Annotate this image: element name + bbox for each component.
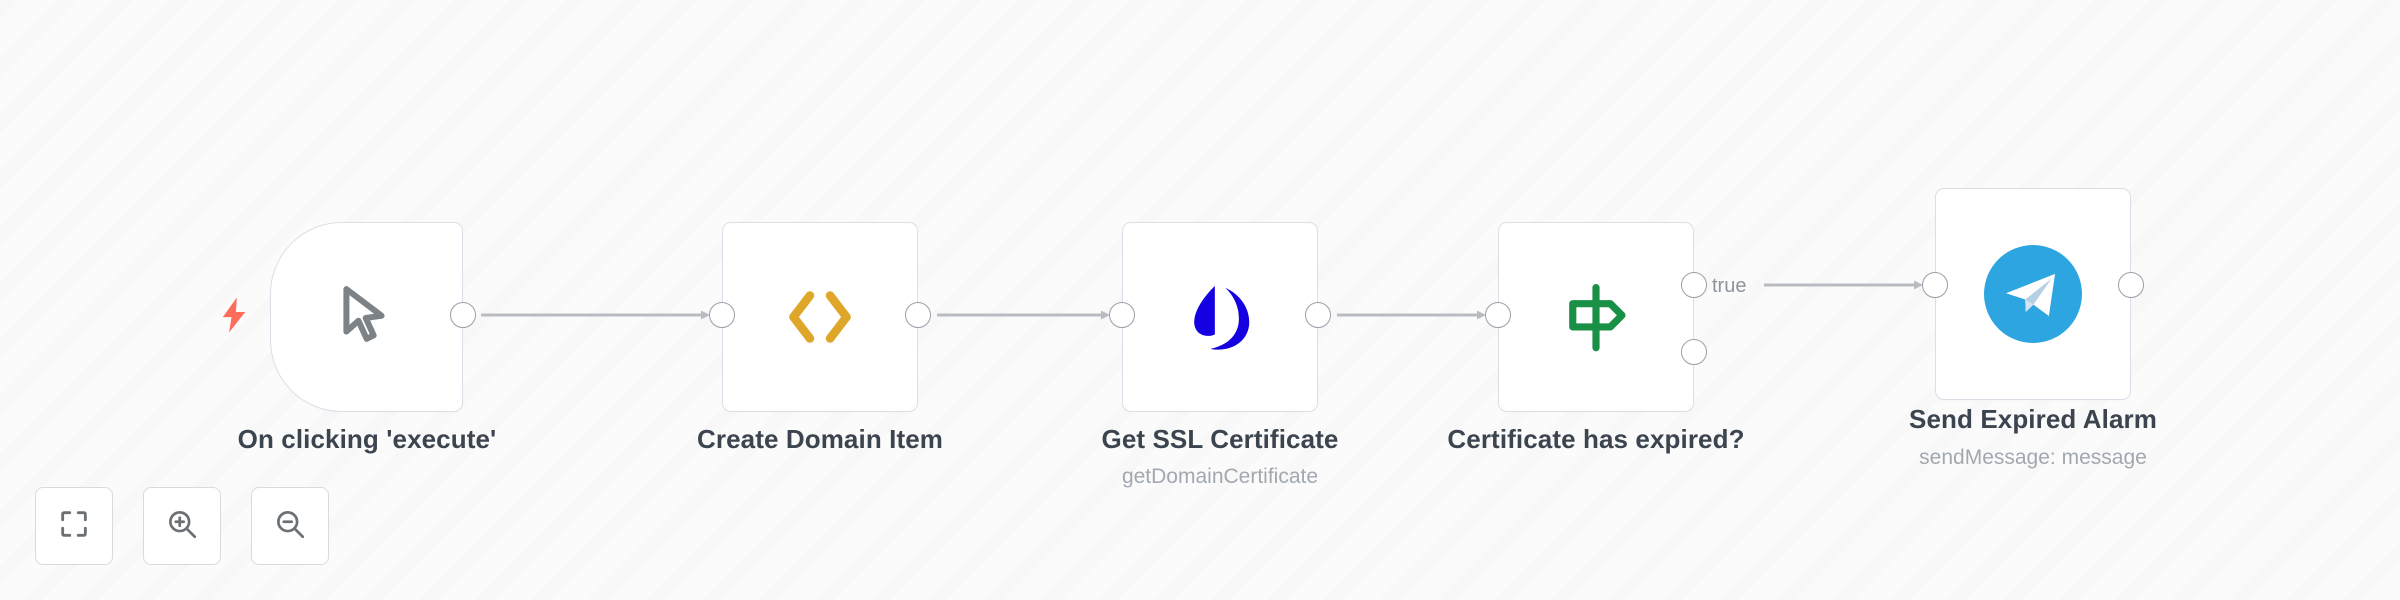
zoom-out-button[interactable] <box>251 487 329 565</box>
input-dot-get-ssl-certificate[interactable] <box>1109 302 1135 328</box>
magnifier-minus-icon <box>273 507 307 546</box>
node-label-create-domain-item: Create Domain Item <box>697 424 943 454</box>
output-label-if-true: true <box>1712 275 1747 297</box>
output-dot-send-expired-alarm[interactable] <box>2118 272 2144 298</box>
signpost-icon <box>1555 276 1637 358</box>
node-label-manual-trigger: On clicking 'execute' <box>237 424 497 454</box>
output-dot-if-true[interactable] <box>1681 272 1707 298</box>
node-certificate-has-expired[interactable] <box>1498 222 1694 412</box>
node-label-certificate-has-expired: Certificate has expired? <box>1447 424 1745 454</box>
zoom-controls-toolbar <box>35 487 329 565</box>
input-dot-certificate-has-expired[interactable] <box>1485 302 1511 328</box>
node-create-domain-item[interactable] <box>722 222 918 412</box>
node-label-get-ssl-certificate: Get SSL Certificate <box>1101 424 1339 454</box>
telegram-logo-icon <box>1984 245 2082 343</box>
output-dot-if-false[interactable] <box>1681 339 1707 365</box>
node-label-send-expired-alarm: Send Expired Alarm <box>1909 404 2157 434</box>
fit-to-screen-icon <box>57 507 91 546</box>
magnifier-plus-icon <box>165 507 199 546</box>
input-dot-create-domain-item[interactable] <box>709 302 735 328</box>
node-manual-trigger[interactable] <box>270 222 463 412</box>
output-dot-manual-trigger[interactable] <box>450 302 476 328</box>
zoom-to-fit-button[interactable] <box>35 487 113 565</box>
node-send-expired-alarm[interactable] <box>1935 188 2131 400</box>
node-sublabel-get-ssl-certificate: getDomainCertificate <box>1121 465 1319 488</box>
node-get-ssl-certificate[interactable] <box>1122 222 1318 412</box>
cursor-pointer-icon <box>329 279 405 355</box>
ssl-certificate-logo-icon <box>1177 274 1263 360</box>
code-brackets-icon <box>777 274 863 360</box>
input-dot-send-expired-alarm[interactable] <box>1922 272 1948 298</box>
trigger-bolt-icon <box>213 292 255 338</box>
zoom-in-button[interactable] <box>143 487 221 565</box>
output-dot-get-ssl-certificate[interactable] <box>1305 302 1331 328</box>
node-sublabel-send-expired-alarm: sendMessage: message <box>1919 446 2147 469</box>
output-dot-create-domain-item[interactable] <box>905 302 931 328</box>
